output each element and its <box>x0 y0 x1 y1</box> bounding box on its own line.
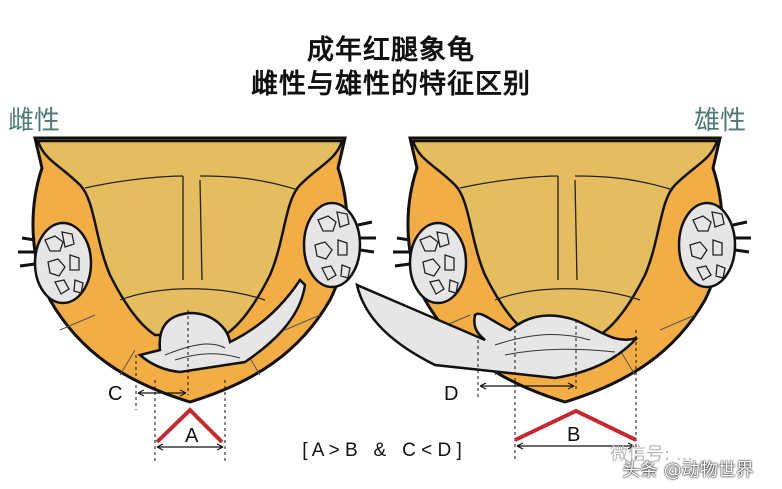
title-line-2: 雌性与雄性的特征区别 <box>251 69 531 100</box>
label-b: B <box>567 424 580 446</box>
wechat-watermark: 微信号: ... <box>610 444 693 465</box>
male-measure: D B <box>444 320 637 462</box>
relation-text: [ A > B & C < D ] <box>302 440 461 461</box>
label-a: A <box>185 425 199 447</box>
label-c: C <box>108 383 122 405</box>
male-label: 雄性 <box>694 106 747 136</box>
b-chevron <box>514 408 637 442</box>
d-arrow <box>479 382 575 390</box>
female-measure: C A <box>108 310 226 462</box>
male-turtle <box>355 136 753 404</box>
male-tail <box>355 282 638 380</box>
female-label: 雌性 <box>8 106 61 136</box>
label-d: D <box>444 383 458 405</box>
female-turtle <box>16 136 378 404</box>
title-line-1: 成年红腿象龟 <box>307 35 475 66</box>
toutiao-watermark: 头条 @动物世界 <box>622 460 754 481</box>
a-chevron <box>155 407 224 444</box>
